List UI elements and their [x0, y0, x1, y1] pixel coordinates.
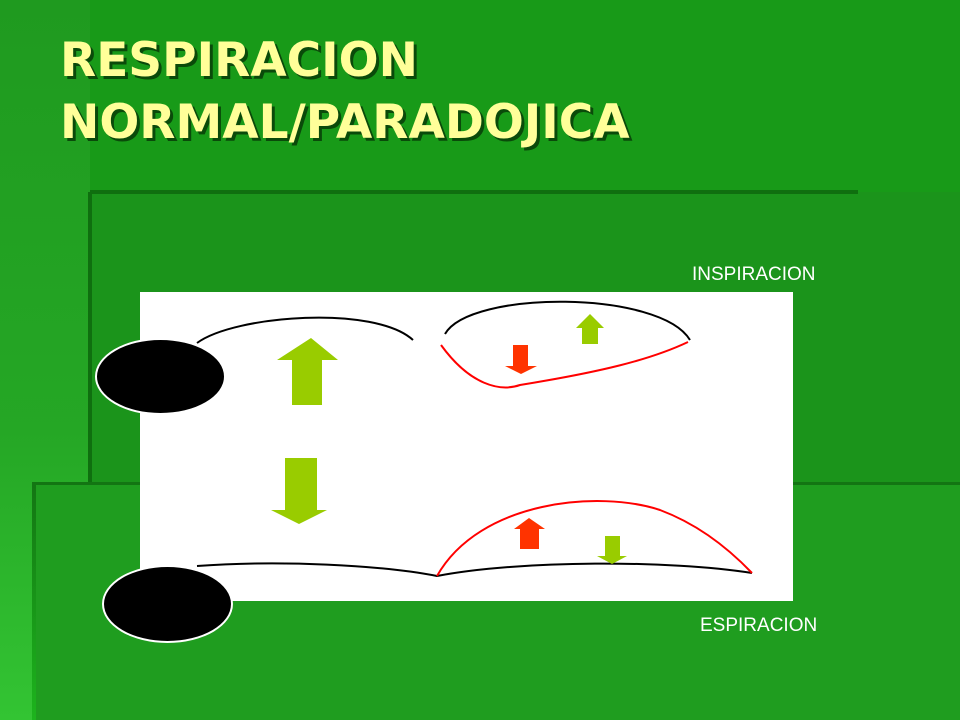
arrow-up-icon	[514, 518, 545, 549]
inspiration-label: INSPIRACION	[692, 264, 816, 285]
arrow-up-icon	[277, 338, 338, 405]
arrow-down-icon	[505, 345, 537, 374]
normal-expiration-curve	[196, 562, 753, 578]
arrow-down-icon	[271, 458, 327, 524]
background-divider-top	[90, 190, 858, 194]
paradoxical-expiration-curve	[436, 500, 753, 577]
paradoxical-inspiration-curve	[440, 341, 689, 389]
arrow-down-icon	[597, 536, 627, 564]
slide-title-line-2: NORMAL/PARADOJICA	[60, 95, 630, 150]
paradoxical-upper-wall-curve	[444, 300, 691, 341]
background-lower-edge-left	[32, 482, 36, 720]
arrow-up-icon	[576, 314, 604, 344]
expiration-oval	[102, 565, 233, 643]
inspiration-oval	[95, 338, 226, 415]
slide-title-line-1: RESPIRACION	[60, 33, 418, 88]
expiration-label: ESPIRACION	[700, 615, 818, 636]
normal-inspiration-curve	[196, 316, 414, 344]
slide-title: RESPIRACION NORMAL/PARADOJICA	[60, 30, 940, 154]
background-divider-left	[88, 192, 92, 492]
